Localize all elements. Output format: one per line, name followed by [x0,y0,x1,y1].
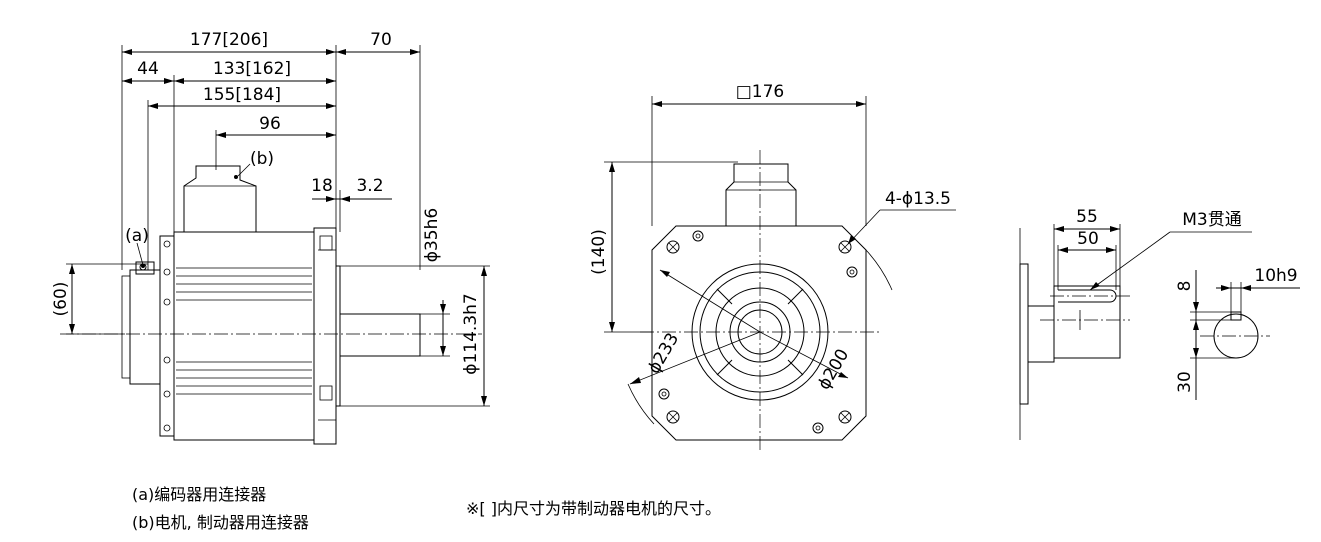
front-connector [725,163,797,226]
dim-connector-offset: 96 [259,114,281,134]
mounting-hole [666,240,680,254]
mounting-hole [838,410,852,424]
shaft-flange-plate [1019,263,1029,405]
dim-flange-3-2: 3.2 [356,176,383,196]
side-view: 177[206] 70 44 133[162] 155[184] 96 18 3… [51,30,490,445]
mounting-hole [838,240,852,254]
dim-shaft-dia: ϕ35h6 [422,208,442,262]
note-motor-connector: (b)电机, 制动器用连接器 [132,513,309,532]
dim-shaft-length: 70 [370,30,392,50]
mounting-hole [666,410,680,424]
callout-a: (a) [125,226,149,246]
dim-connector-length: 155[184] [203,85,281,105]
dim-flange-18: 18 [311,176,333,196]
dim-key-30: 30 [1175,371,1195,393]
motor-shaft [339,313,421,357]
dim-thread: M3贯通 [1182,210,1241,230]
dim-len-55: 55 [1076,207,1098,227]
dim-pcd-233: ϕ233 [644,330,683,378]
motor-flange [313,227,337,445]
dim-len-50: 50 [1077,229,1099,249]
dim-pcd-200: ϕ200 [814,346,853,394]
front-flange [651,225,867,441]
dim-key-8: 8 [1175,281,1195,292]
note-bracket-dimensions: ※[ ]内尺寸为带制动器电机的尺寸。 [466,499,721,518]
dim-60: (60) [51,282,71,317]
callout-b: (b) [250,149,274,169]
shaft-view: 55 50 M3贯通 10h9 8 30 [1019,207,1300,440]
dim-pilot-dia: ϕ114.3h7 [461,293,481,374]
note-encoder-connector: (a)编码器用连接器 [132,485,267,504]
encoder-housing [129,269,161,385]
dim-holes: 4-ϕ13.5 [885,189,951,209]
shaft-body [1053,285,1121,359]
dim-rear-offset: 44 [137,59,159,79]
dim-140: (140) [589,229,609,275]
power-connector [183,165,257,232]
dim-body-length: 133[162] [213,59,291,79]
dim-square: □176 [736,82,785,102]
dim-total-length: 177[206] [190,30,268,50]
motor-body [173,231,315,441]
dim-key-width: 10h9 [1254,266,1297,286]
front-view: □176 (140) [589,82,956,452]
